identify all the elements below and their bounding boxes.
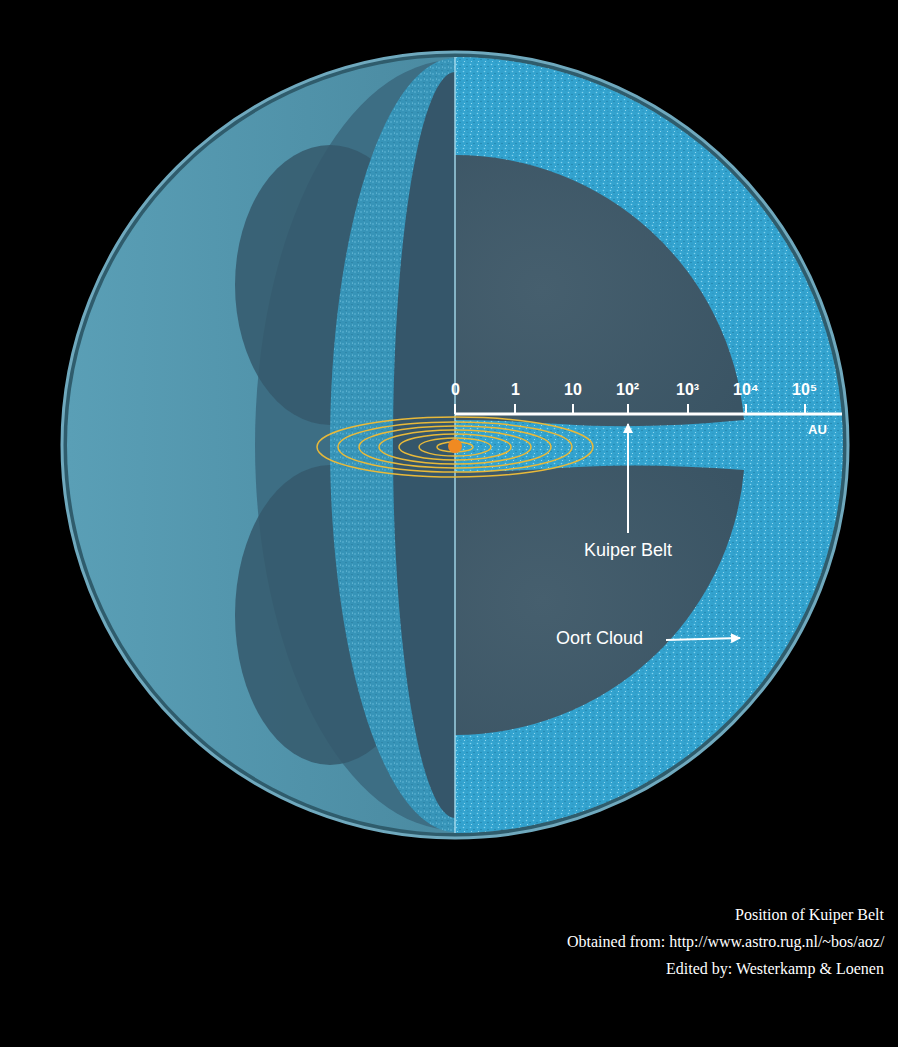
axis-value: 10² — [616, 380, 639, 399]
axis-value: 10 — [564, 380, 582, 399]
leader-arrow — [666, 638, 740, 640]
orbit — [338, 422, 572, 472]
scale-axis — [455, 413, 842, 416]
oort-cloud-section — [455, 57, 843, 833]
leader-arrow — [627, 424, 629, 533]
sun — [448, 439, 462, 453]
tick — [804, 404, 806, 414]
axis-ticks — [455, 404, 805, 414]
axis-value: 10⁵ — [792, 380, 817, 399]
cut-shell-band — [330, 58, 455, 832]
orbit — [359, 426, 551, 468]
inner-void — [455, 465, 744, 735]
axis-unit: AU — [808, 422, 827, 438]
tick — [572, 404, 574, 414]
planet-orbits — [317, 417, 593, 477]
region-label: Kuiper Belt — [584, 540, 672, 562]
orbit — [399, 434, 511, 460]
credit-note: Edited by: Westerkamp & Loenen — [666, 959, 884, 978]
orbit — [419, 438, 491, 456]
source-note: Obtained from: http://www.astro.rug.nl/~… — [567, 932, 884, 951]
oort-shell-surface — [67, 57, 843, 833]
tick — [454, 404, 456, 414]
axis-value: 10⁴ — [733, 380, 759, 399]
axis-value: 10³ — [676, 380, 699, 399]
axis-value: 0 — [451, 380, 460, 399]
orbit — [317, 417, 593, 477]
inner-void — [455, 155, 744, 426]
sphere-rim — [62, 52, 848, 838]
tick — [514, 404, 516, 414]
region-label: Oort Cloud — [556, 628, 643, 650]
tick — [687, 404, 689, 414]
caption: Position of Kuiper Belt — [735, 905, 884, 924]
orbit — [379, 430, 531, 464]
tick — [627, 404, 629, 414]
axis-value: 1 — [511, 380, 520, 399]
cut-face — [393, 72, 455, 818]
tick — [745, 404, 747, 414]
